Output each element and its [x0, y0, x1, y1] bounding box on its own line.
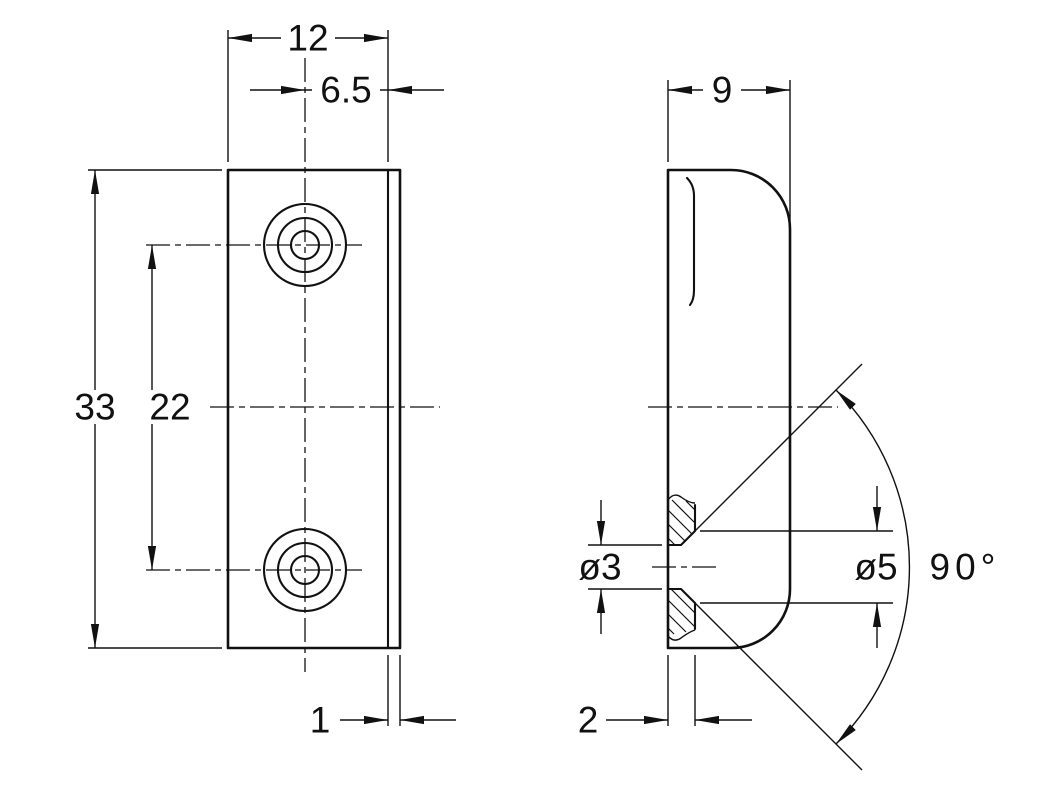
side-view: 9 2 ø3 ø5 90° — [578, 70, 1001, 771]
section-hatching — [667, 499, 696, 635]
front-view: 12 6.5 33 22 1 — [68, 18, 456, 741]
dim-text-csk-angle: 90° — [930, 547, 1001, 588]
dim-text-bg — [312, 73, 380, 107]
dim-text-bg — [703, 73, 741, 107]
front-extension-lines — [88, 30, 401, 726]
dim-text-csk-diameter: ø5 — [854, 547, 897, 588]
dim-text-bg — [143, 390, 197, 424]
side-extension-lines — [588, 80, 893, 726]
side-body-outline — [666, 168, 792, 650]
dim-text-hole-offset: 6.5 — [320, 70, 371, 111]
dim-text-hole-spacing: 22 — [149, 387, 190, 428]
dim-text-bore-diameter: ø3 — [578, 547, 621, 588]
dim-text-web-thickness: 2 — [578, 700, 599, 741]
section-break-lines — [667, 494, 696, 641]
dim-text-bg — [281, 21, 335, 55]
dim-text-depth: 9 — [712, 70, 733, 111]
dim-arc-countersink-angle — [835, 389, 911, 745]
dim-text-width: 12 — [287, 18, 328, 59]
front-plate-outline — [226, 168, 402, 650]
side-front-face-edge-line — [685, 176, 696, 307]
dim-text-lip-thickness: 1 — [310, 700, 331, 741]
dim-text-bg — [68, 390, 122, 424]
dim-text-height: 33 — [74, 387, 115, 428]
side-centerlines — [648, 406, 838, 568]
front-centerlines — [146, 58, 440, 672]
countersink-angle-lines — [680, 363, 863, 771]
